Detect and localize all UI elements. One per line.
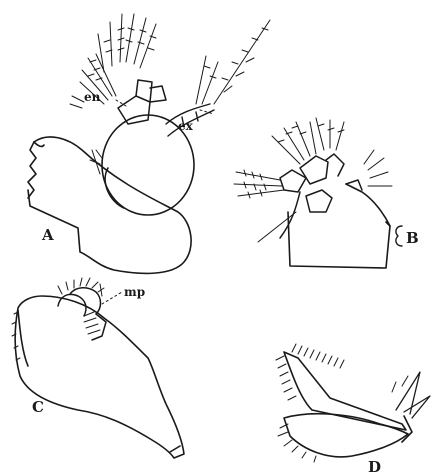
panel-c-label: C	[32, 398, 44, 416]
panel-c-hatching	[12, 278, 104, 360]
panel-a-base-plate	[28, 137, 191, 273]
panel-d-label: D	[368, 458, 381, 476]
panel-a-endopod	[118, 80, 166, 124]
panel-b-bracket	[396, 226, 402, 246]
panel-a: en ex A	[28, 14, 270, 273]
panel-c-body	[15, 296, 184, 458]
panel-a-label: A	[41, 226, 54, 244]
panel-b-label: B	[406, 229, 419, 247]
label-mp: mp	[124, 285, 145, 299]
panel-b-setae	[234, 118, 392, 242]
label-ex: ex	[178, 119, 194, 133]
panel-b-segments	[280, 154, 362, 238]
panel-b: B	[234, 118, 419, 268]
panel-b-base-plate	[288, 184, 390, 268]
label-en: en	[84, 90, 101, 104]
panel-c-leader-line	[102, 292, 122, 304]
panel-d: D	[276, 344, 430, 476]
panel-d-blade	[284, 352, 412, 457]
panel-d-spines	[396, 372, 430, 418]
panel-c: mp C	[12, 278, 184, 458]
